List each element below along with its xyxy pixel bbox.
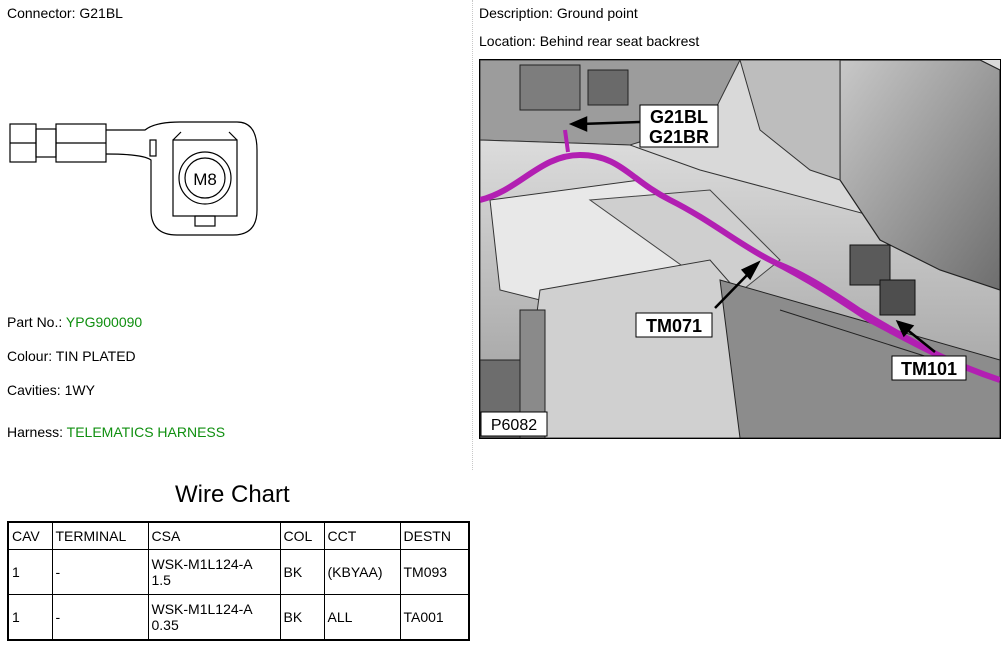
location-line: Location: Behind rear seat backrest bbox=[479, 33, 699, 49]
cell-destn[interactable]: TM093 bbox=[399, 549, 470, 595]
cavities-value: 1WY bbox=[64, 382, 95, 398]
callout-tm071: TM071 bbox=[646, 316, 702, 336]
wire-chart-title: Wire Chart bbox=[175, 481, 290, 508]
column-header-destn: DESTN bbox=[399, 521, 470, 550]
wire-chart-table: CAV TERMINAL CSA COL CCT DESTN 1 - WSK-M… bbox=[7, 521, 470, 641]
colour-value: TIN PLATED bbox=[55, 348, 136, 364]
harness-label: Harness: bbox=[7, 424, 64, 440]
column-header-csa: CSA bbox=[147, 521, 281, 550]
connector-diagram: M8 bbox=[9, 121, 258, 236]
cell-cav: 1 bbox=[7, 594, 53, 641]
cell-col: BK bbox=[279, 549, 325, 595]
column-header-col: COL bbox=[279, 521, 325, 550]
connector-value: G21BL bbox=[79, 5, 123, 21]
part-no-link[interactable]: YPG900090 bbox=[65, 314, 143, 330]
terminal-outline bbox=[105, 121, 258, 236]
cell-col: BK bbox=[279, 594, 325, 641]
part-no-label: Part No.: bbox=[7, 314, 63, 330]
table-row: 1 - WSK-M1L124-A 0.35 BK ALL TA001 bbox=[7, 594, 470, 641]
table-row: 1 - WSK-M1L124-A 1.5 BK (KBYAA) TM093 bbox=[7, 549, 470, 595]
column-header-terminal: TERMINAL bbox=[51, 521, 149, 550]
column-header-cav: CAV bbox=[7, 521, 53, 550]
connector-line: Connector: G21BL bbox=[7, 5, 123, 21]
cell-terminal: - bbox=[51, 594, 149, 641]
cell-csa: WSK-M1L124-A 0.35 bbox=[147, 594, 281, 641]
location-label: Location: bbox=[479, 33, 536, 49]
colour-line: Colour: TIN PLATED bbox=[7, 348, 136, 364]
callout-tm101: TM101 bbox=[901, 359, 957, 379]
cell-destn[interactable]: TA001 bbox=[399, 594, 470, 641]
cell-cct: ALL bbox=[323, 594, 401, 641]
harness-wire bbox=[480, 151, 1000, 383]
cell-csa: WSK-M1L124-A 1.5 bbox=[147, 549, 281, 595]
harness-line: Harness: TELEMATICS HARNESS bbox=[7, 424, 225, 440]
csa-size: 0.35 bbox=[151, 617, 179, 633]
photo-reference: P6082 bbox=[491, 417, 537, 434]
csa-spec: WSK-M1L124-A bbox=[151, 601, 253, 617]
csa-size: 1.5 bbox=[151, 572, 171, 588]
callout-g21br: G21BR bbox=[649, 127, 709, 147]
column-header-cct: CCT bbox=[323, 521, 401, 550]
column-divider bbox=[472, 0, 473, 470]
location-value: Behind rear seat backrest bbox=[539, 33, 700, 49]
description-line: Description: Ground point bbox=[479, 5, 638, 21]
stud-size-label: M8 bbox=[193, 170, 217, 189]
cavities-label: Cavities: bbox=[7, 382, 61, 398]
cell-terminal: - bbox=[51, 549, 149, 595]
callout-g21bl: G21BL bbox=[650, 107, 708, 127]
ring-inner-icon bbox=[184, 157, 226, 199]
description-value: Ground point bbox=[556, 5, 638, 21]
vehicle-illustration: G21BL G21BR TM071 TM101 P6082 bbox=[480, 60, 1000, 438]
harness-link[interactable]: TELEMATICS HARNESS bbox=[66, 424, 226, 440]
location-photo: G21BL G21BR TM071 TM101 P6082 bbox=[479, 59, 1001, 439]
cavities-line: Cavities: 1WY bbox=[7, 382, 95, 398]
ring-outer-icon bbox=[178, 151, 232, 205]
table-header-row: CAV TERMINAL CSA COL CCT DESTN bbox=[7, 521, 470, 550]
part-no-line: Part No.: YPG900090 bbox=[7, 314, 142, 330]
csa-spec: WSK-M1L124-A bbox=[151, 556, 253, 572]
cell-cav: 1 bbox=[7, 549, 53, 595]
description-label: Description: bbox=[479, 5, 553, 21]
connector-label: Connector: bbox=[7, 5, 76, 21]
colour-label: Colour: bbox=[7, 348, 53, 364]
cell-cct: (KBYAA) bbox=[323, 549, 401, 595]
